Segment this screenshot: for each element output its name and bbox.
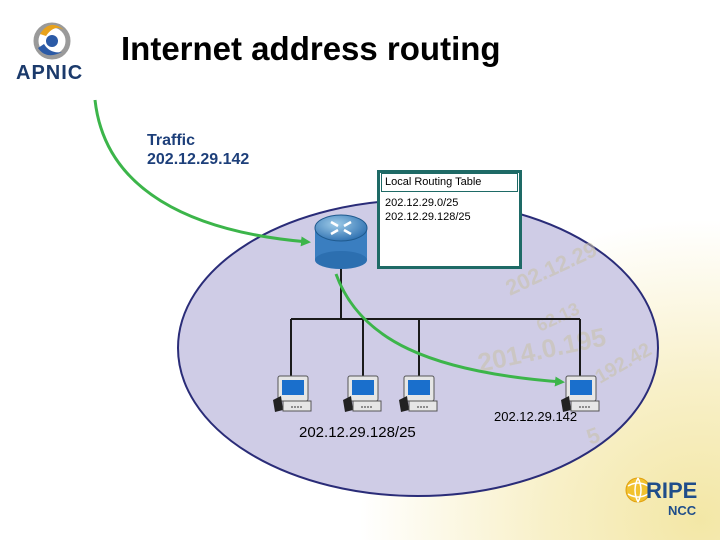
- traffic-label: Traffic: [147, 131, 249, 150]
- traffic-label-block: Traffic 202.12.29.142: [147, 131, 249, 169]
- routing-table-title: Local Routing Table: [381, 173, 518, 192]
- computer-icon-2: [343, 376, 381, 412]
- traffic-arrow-in: [95, 100, 308, 242]
- subnet-label: 202.12.29.128/25: [299, 424, 416, 441]
- ripe-logo-text-bottom: NCC: [668, 503, 697, 518]
- ripe-ncc-logo: RIPE NCC: [624, 462, 714, 526]
- router-icon: [315, 215, 367, 269]
- ripe-logo-text-top: RIPE: [646, 478, 697, 503]
- computer-icon-3: [399, 376, 437, 412]
- routing-table-entry-1: 202.12.29.0/25: [385, 197, 458, 209]
- traffic-address: 202.12.29.142: [147, 150, 249, 169]
- computer-icon-4: [561, 376, 599, 412]
- destination-host-label: 202.12.29.142: [494, 409, 577, 424]
- routing-table-entry-2: 202.12.29.128/25: [385, 211, 471, 223]
- computer-icon-1: [273, 376, 311, 412]
